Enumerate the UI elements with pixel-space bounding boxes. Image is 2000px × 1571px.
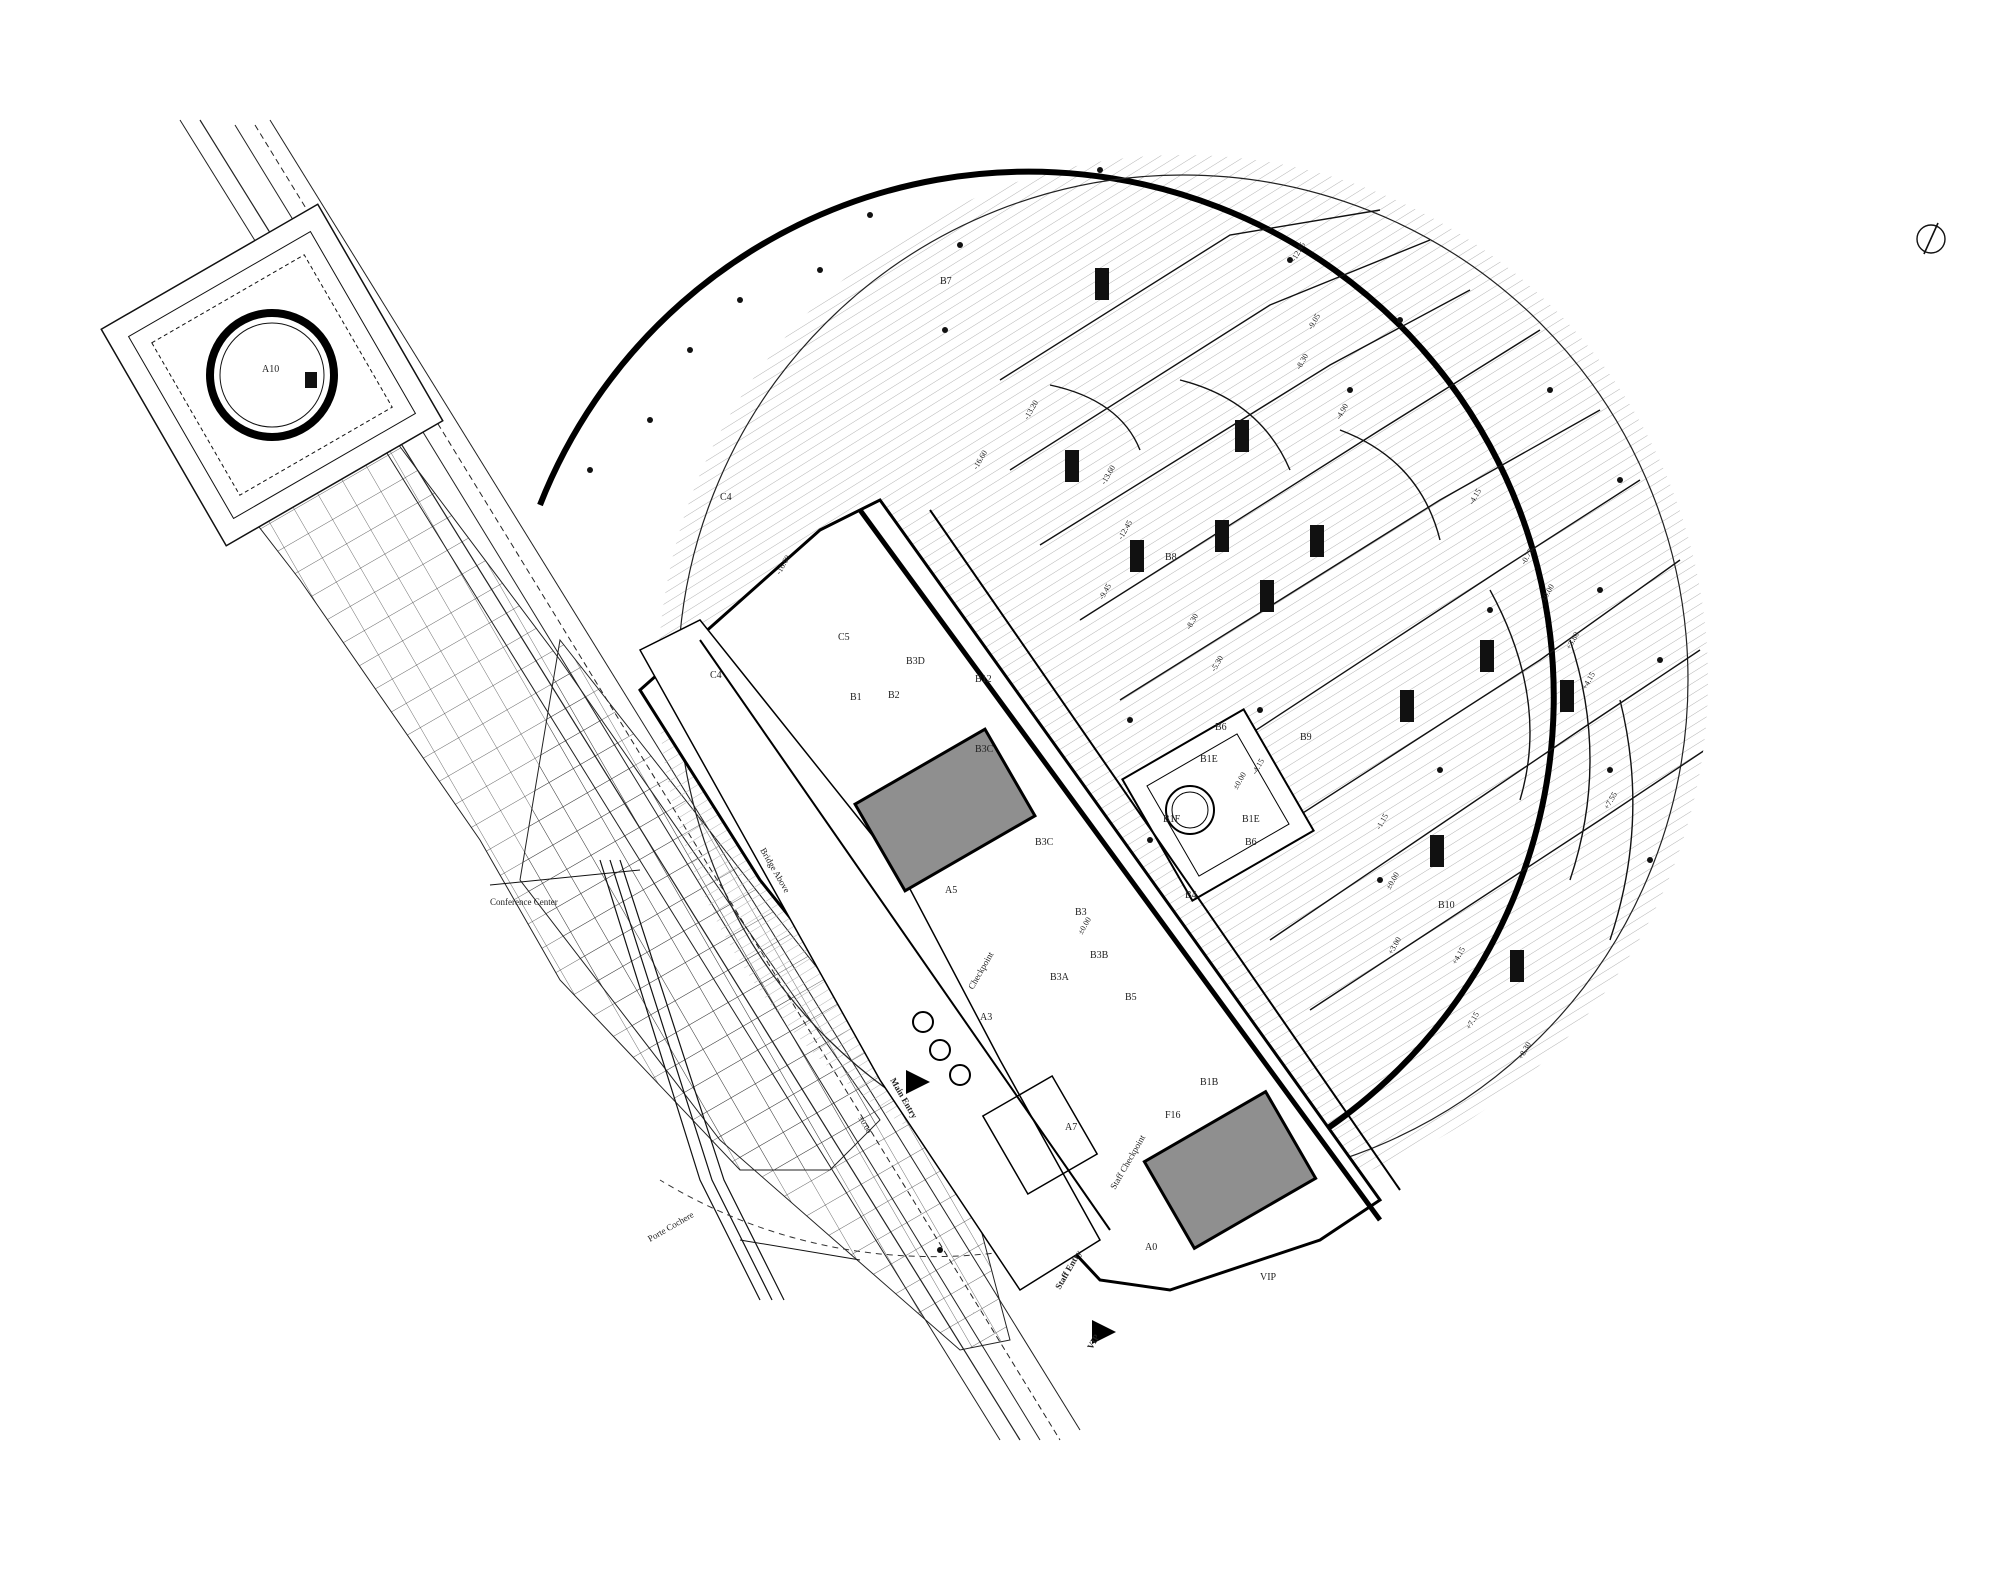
label-conference-center: Conference Center	[490, 897, 558, 907]
north-arrow-icon	[1916, 222, 1946, 255]
room-b6: B6	[1215, 722, 1227, 733]
room-vip: VIP	[1260, 1272, 1277, 1283]
terrace-steps	[999, 209, 1708, 1011]
room-a3: A3	[980, 1012, 992, 1023]
room-a5: A5	[945, 885, 957, 896]
room-c4b: C4	[710, 670, 722, 681]
room-b4: B4	[1185, 890, 1197, 901]
room-a7: A7	[1065, 1122, 1077, 1133]
label-porte-cochere: Porte Cochere	[646, 1209, 695, 1243]
room-b9: B9	[1300, 732, 1312, 743]
room-c5: C5	[838, 632, 850, 643]
room-a10: A10	[262, 364, 279, 375]
central-building	[638, 498, 1401, 1344]
room-labels: A10 B7 C4 C4 C5 B1 B2 B3D B3C B3C B12 A5…	[262, 276, 1455, 1283]
room-b3c2: B3C	[1035, 837, 1054, 848]
room-b1e: B1E	[1200, 754, 1218, 765]
room-f16: F16	[1165, 1110, 1181, 1121]
tower-a10	[100, 203, 444, 547]
stairs	[1065, 268, 1574, 982]
room-b3b: B3B	[1090, 950, 1109, 961]
room-b3c: B3C	[975, 744, 994, 755]
vip-entry-arrow	[1092, 1320, 1116, 1344]
room-b6b: B6	[1245, 837, 1257, 848]
room-b7: B7	[940, 276, 952, 287]
main-entry-arrow	[906, 1070, 930, 1094]
room-a0: A0	[1145, 1242, 1157, 1253]
room-b3: B3	[1075, 907, 1087, 918]
room-c4: C4	[720, 492, 732, 503]
room-b12: B12	[975, 674, 992, 685]
room-b3d: B3D	[906, 656, 925, 667]
room-b1b: B1B	[1200, 1077, 1219, 1088]
entry-steps	[489, 859, 861, 1301]
room-b5: B5	[1125, 992, 1137, 1003]
room-b3a: B3A	[1050, 972, 1070, 983]
room-b1e2: B1E	[1242, 814, 1260, 825]
room-b1f: B1F	[1163, 814, 1181, 825]
room-b2: B2	[888, 690, 900, 701]
room-b1: B1	[850, 692, 862, 703]
room-b8: B8	[1165, 552, 1177, 563]
columns	[587, 167, 1663, 1253]
room-b10: B10	[1438, 900, 1455, 911]
